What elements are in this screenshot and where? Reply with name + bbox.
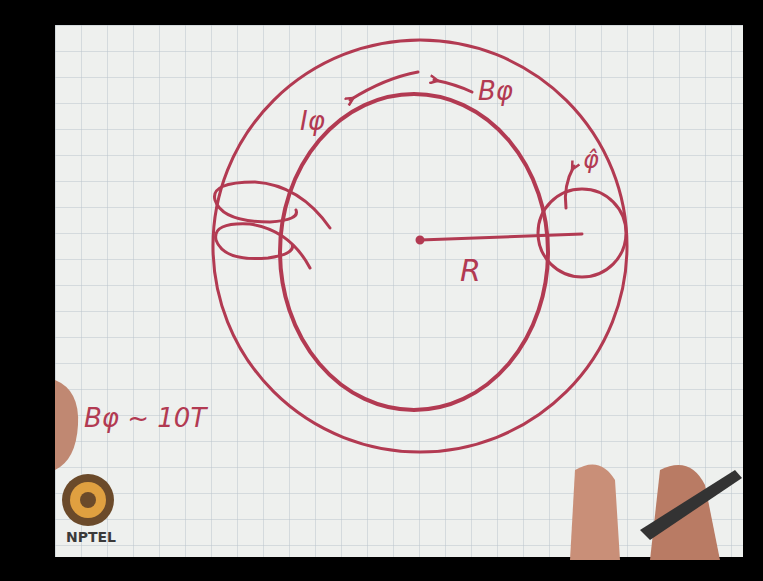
phi-arrow: [565, 166, 574, 208]
nptel-logo: [62, 474, 114, 526]
grid-lines: [55, 25, 743, 557]
radius-line: [420, 234, 582, 240]
grid-paper: [55, 25, 743, 557]
i-arrow: [350, 72, 418, 100]
current-label: Iφ: [300, 108, 325, 134]
field-value-note: Bφ ~ 10T: [84, 405, 206, 431]
unit-vector-label: φ̂: [583, 148, 599, 172]
radius-label: R: [460, 256, 481, 286]
coil-loop: [215, 182, 331, 228]
coil-loop: [216, 224, 310, 268]
hand: [55, 380, 742, 560]
torus-inner: [280, 94, 548, 410]
logo-text: NPTEL: [66, 530, 116, 544]
torus-outer: [213, 40, 627, 452]
b-arrow: [434, 80, 472, 92]
field-label: Bφ: [478, 78, 513, 104]
